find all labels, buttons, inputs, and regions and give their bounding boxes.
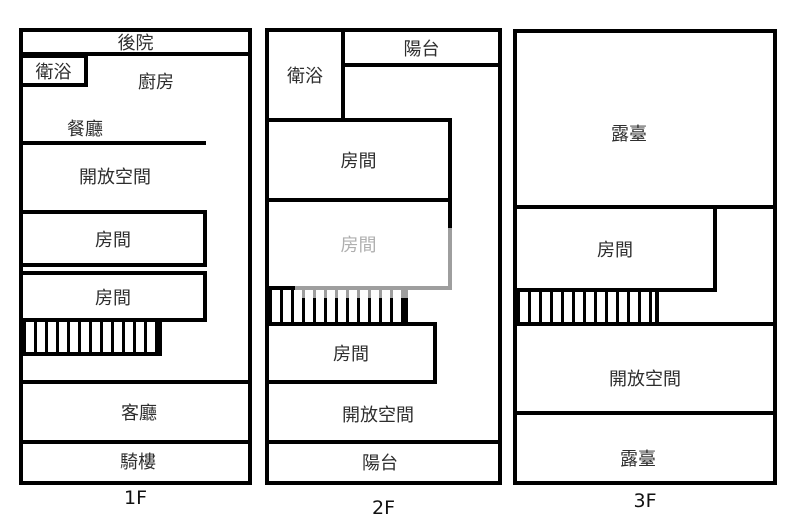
floor-2f-outline	[265, 28, 502, 485]
room-living: 客廳	[121, 403, 157, 424]
room-backyard: 後院	[23, 32, 248, 54]
room-bathroom: 衛浴	[269, 32, 345, 122]
room-open-space: 開放空間	[609, 369, 681, 390]
room-bedroom-c: 房間	[269, 322, 437, 384]
room-label: 衛浴	[287, 66, 323, 87]
wall-line	[23, 141, 206, 145]
floor-3f-outline	[513, 29, 777, 485]
room-kitchen: 廚房	[138, 72, 174, 93]
room-label: 房間	[95, 287, 131, 309]
floor-2f: 衛浴 陽台 房間 房間 房間 開放空間 陽台 2F	[265, 28, 502, 523]
room-label: 房間	[597, 239, 633, 261]
room-arcade: 騎樓	[120, 452, 156, 473]
room-balcony-bottom: 陽台	[362, 453, 398, 474]
floor-caption-1f: 1F	[123, 487, 148, 509]
room-label: 房間	[340, 151, 377, 172]
room-label: 後院	[117, 33, 154, 54]
floor-3f: 露臺 房間 開放空間 露臺 3F	[513, 29, 777, 519]
room-open-space: 開放空間	[342, 405, 414, 426]
stairs-3f	[517, 292, 659, 322]
wall-line	[517, 205, 773, 209]
room-label: 衛浴	[35, 61, 72, 83]
wall-line	[23, 380, 248, 384]
room-dining: 餐廳	[67, 119, 103, 140]
room-bedroom: 房間	[517, 209, 717, 292]
wall-line	[269, 440, 498, 444]
wall-line	[517, 322, 773, 326]
room-label: 陽台	[403, 38, 440, 60]
floor-caption-2f: 2F	[371, 497, 396, 519]
wall-line	[23, 52, 248, 56]
room-bathroom: 衛浴	[23, 54, 88, 87]
room-label: 房間	[333, 344, 369, 365]
room-terrace-top: 露臺	[611, 124, 647, 145]
floor-1f-outline	[19, 28, 252, 485]
room-bedroom-b: 房間	[23, 271, 207, 322]
room-bedroom-a: 房間	[23, 210, 207, 267]
room-balcony-top: 陽台	[345, 32, 498, 63]
wall-line	[23, 440, 248, 444]
floor-1f: 後院 衛浴 廚房 餐廳 開放空間 房間 房間 客廳 騎樓 1F	[19, 28, 252, 518]
room-label: 房間	[95, 229, 131, 251]
floor-caption-3f: 3F	[633, 490, 657, 512]
watermark-overlay	[295, 228, 465, 298]
room-open-space: 開放空間	[79, 167, 151, 188]
stairs-1f	[23, 322, 162, 356]
room-terrace-bottom: 露臺	[620, 449, 656, 470]
room-bedroom-a: 房間	[269, 118, 452, 202]
wall-line	[517, 411, 773, 415]
wall-line	[345, 63, 498, 67]
